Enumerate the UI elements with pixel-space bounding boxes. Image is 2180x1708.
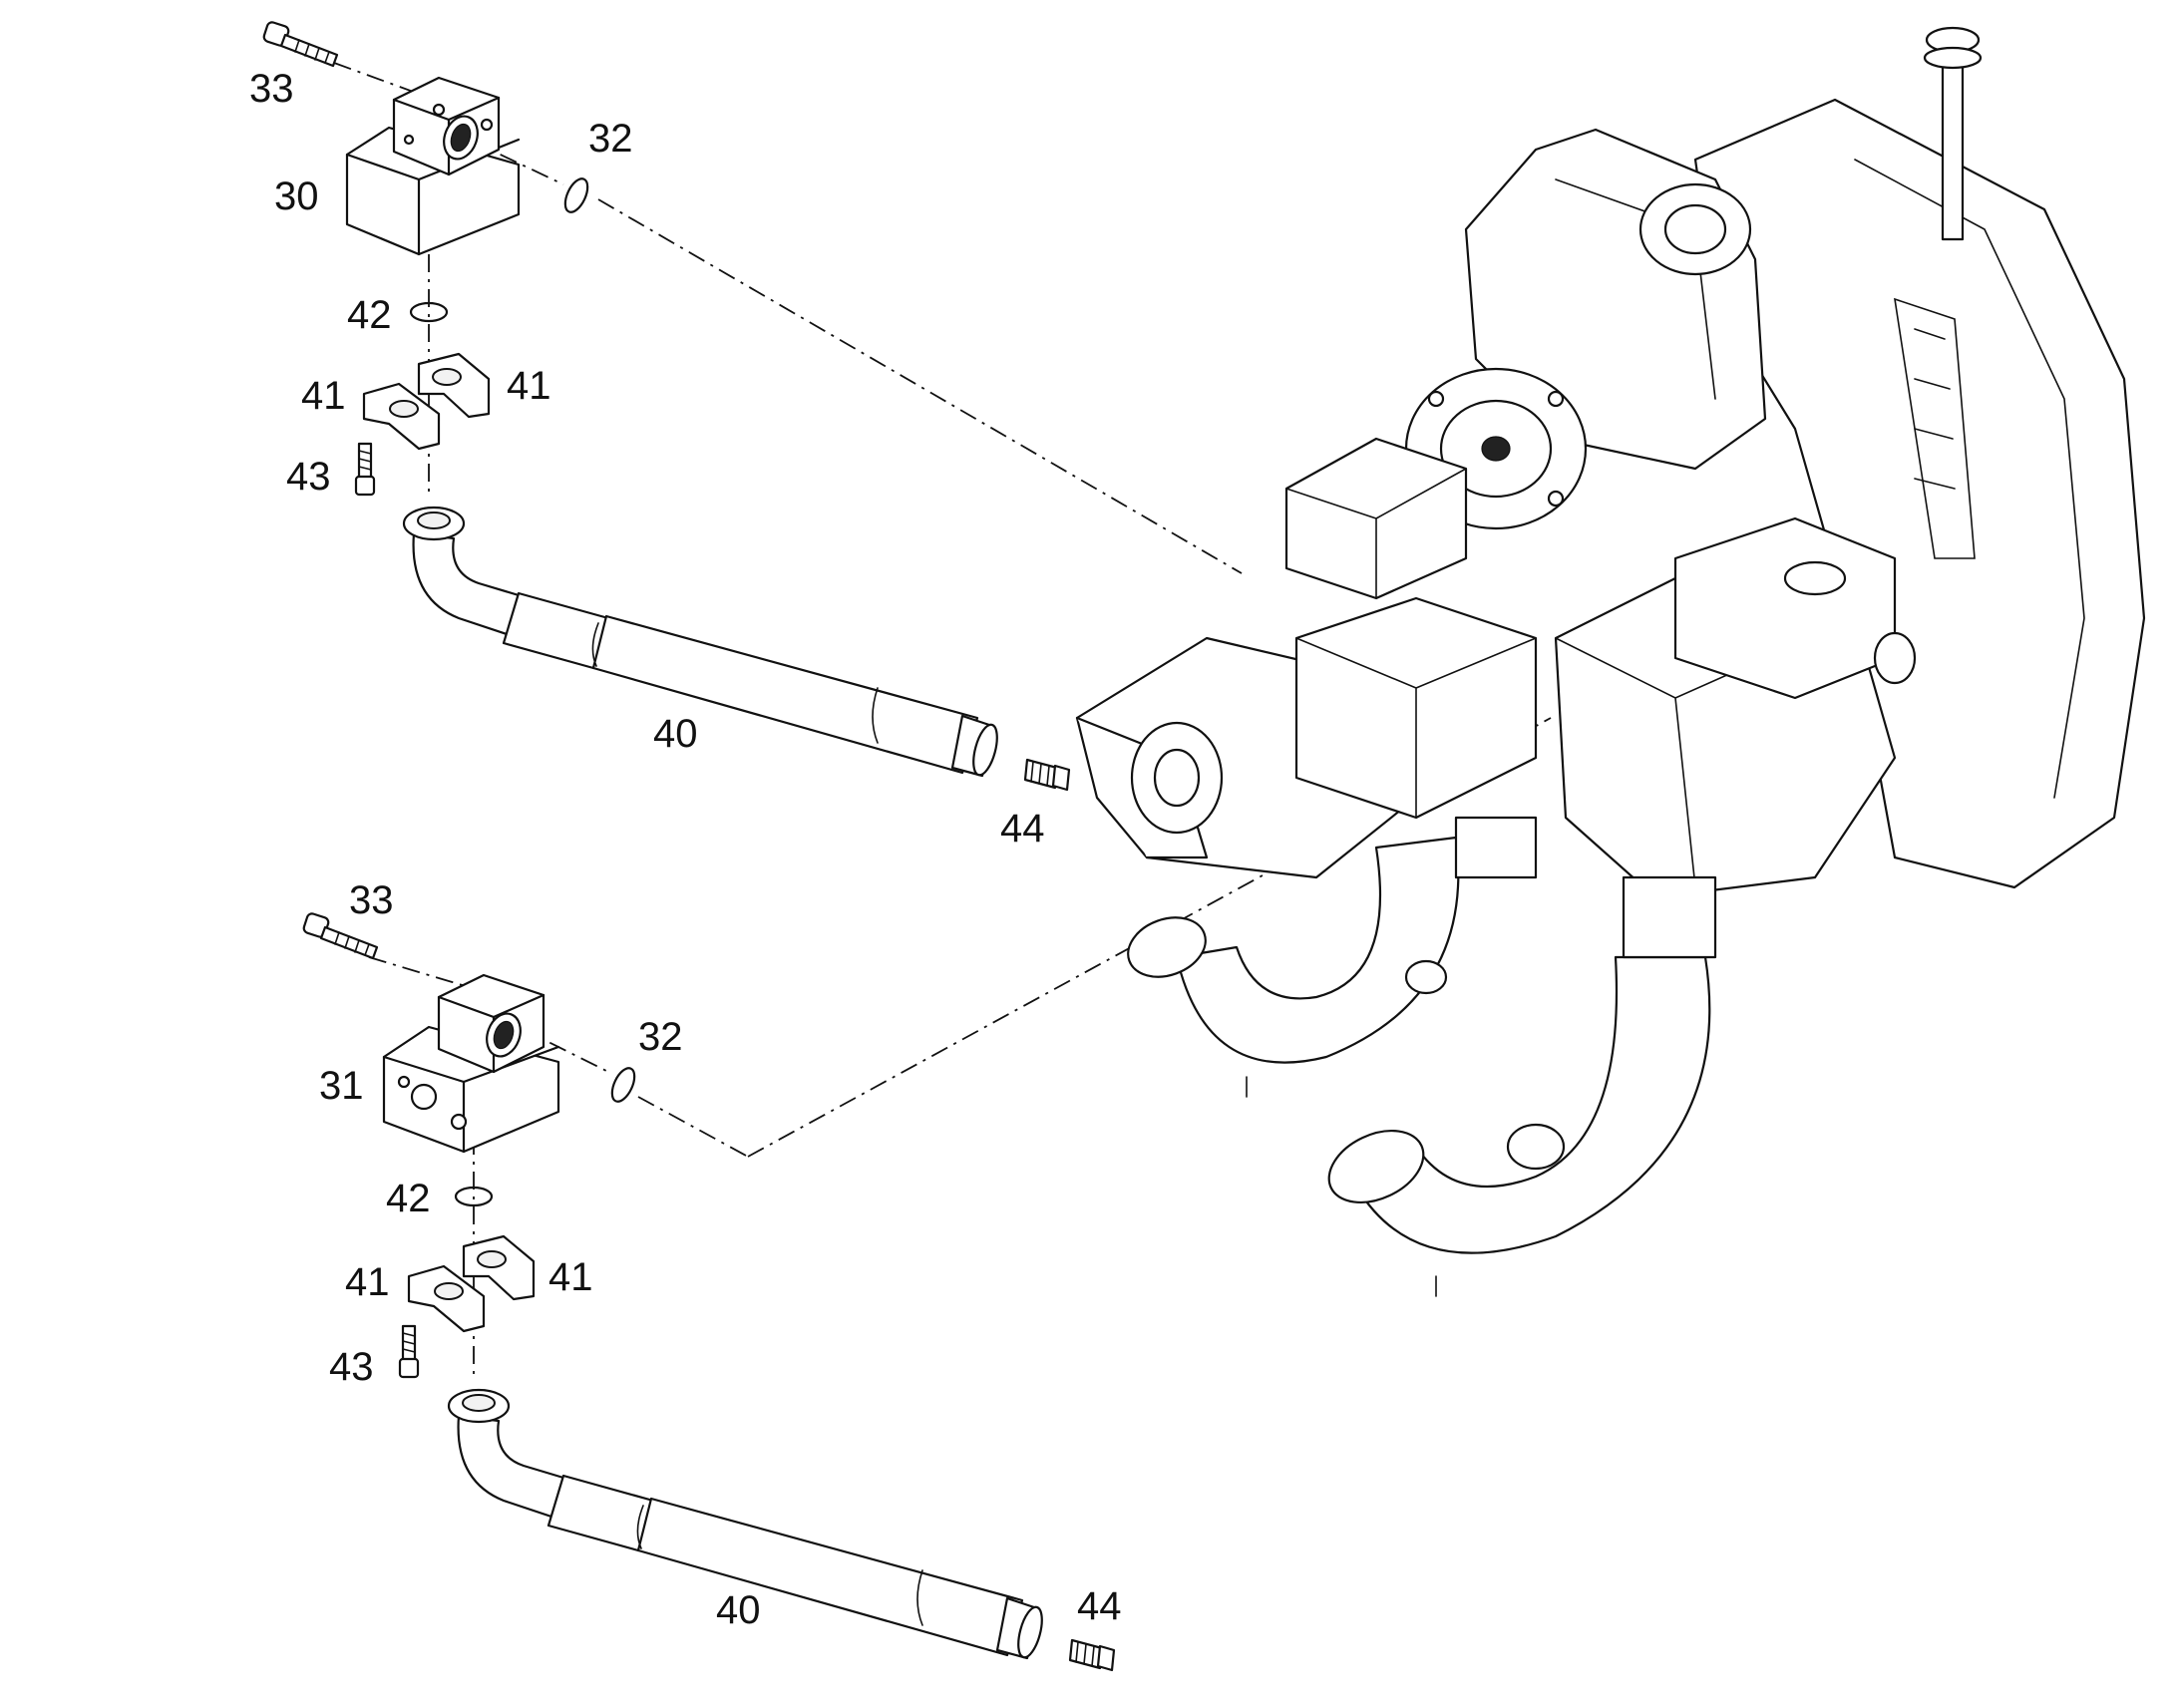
callout-30: 30 [274,174,319,218]
callout-41-bottom-right: 41 [548,1255,593,1299]
screw-43-bottom [398,1324,420,1379]
flange-block-31 [382,973,560,1154]
leader-bottom-bolt [368,956,470,988]
flange-block-30 [345,76,521,256]
callout-44-top: 44 [1000,807,1045,851]
callout-40-top: 40 [653,712,698,756]
callout-40-bottom: 40 [716,1588,761,1632]
callout-43-bottom: 43 [329,1345,374,1389]
pipe-40-bottom [447,1388,1043,1660]
callout-42-top: 42 [347,293,392,337]
fitting-44-bottom [1068,1638,1116,1672]
leader-bottom-oring-out [637,1096,749,1158]
callout-33-top: 33 [249,67,294,111]
pipe-40-top [402,506,998,778]
bolt-33-top [262,21,339,68]
clamp-41-top-right [417,352,491,419]
callout-41-top-left: 41 [301,374,346,418]
callout-32-bottom: 32 [638,1015,683,1059]
clamp-41-bottom-left [407,1264,486,1333]
seal-42-bottom [454,1186,494,1207]
callout-41-top-right: 41 [507,364,551,408]
callout-43-top: 43 [286,455,331,499]
callout-32-top: 32 [588,117,633,161]
callout-31: 31 [319,1064,364,1108]
callout-44-bottom: 44 [1077,1584,1122,1628]
callout-33-bottom: 33 [349,878,394,922]
fitting-44-top [1023,758,1071,792]
callout-41-bottom-left: 41 [345,1260,390,1304]
callout-42-bottom: 42 [386,1177,431,1220]
oring-32-top [563,177,589,213]
leader-top-bolt [333,62,450,106]
clamp-41-top-left [362,382,441,451]
bolt-33-bottom [302,912,379,960]
leader-top-to-transmission [597,198,1243,574]
screw-43-top [354,442,376,497]
oring-32-bottom [610,1067,636,1103]
clamp-41-bottom-right [462,1234,536,1301]
seal-42-top [409,301,449,323]
transmission-assembly [1075,26,2146,1297]
callouts: 33 30 32 42 41 41 43 40 44 33 31 32 42 4… [249,67,1122,1632]
